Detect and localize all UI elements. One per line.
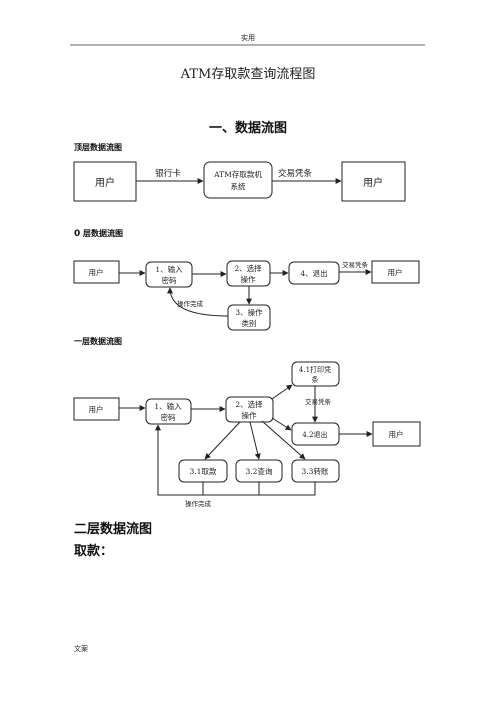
l0-user-left-box bbox=[73, 260, 120, 284]
top-user-left-label: 用户 bbox=[95, 176, 115, 189]
l1-feedback-loop bbox=[155, 424, 204, 496]
l0-process-4 bbox=[288, 261, 340, 285]
l0-process-4-label: 4、退出 bbox=[300, 268, 327, 278]
l0-arrow-p3-to-p1 bbox=[167, 287, 229, 317]
l0-process-1-line1: 1、输入 bbox=[155, 264, 183, 274]
l1-user-right-label: 用户 bbox=[389, 429, 404, 439]
l0-process-2-line2: 操作 bbox=[241, 274, 256, 284]
l1-arrow-p2-to-p32 bbox=[249, 421, 261, 460]
top-user-right-box bbox=[341, 161, 406, 202]
l1-process-2-line1: 2、选择 bbox=[235, 399, 263, 409]
subsection-withdraw: 取款： bbox=[74, 543, 113, 559]
l1-process-1-line1: 1、输入 bbox=[154, 401, 182, 411]
l0-process-3-line2: 类别 bbox=[242, 318, 257, 328]
l0-user-left-label: 用户 bbox=[89, 267, 104, 277]
top-system-node bbox=[203, 161, 273, 199]
l1-process-4-1-line1: 4.1打印凭 bbox=[299, 365, 331, 374]
l1-arrow-p2-to-p31 bbox=[204, 421, 241, 460]
l1-process-3-1-label: 3.1取款 bbox=[190, 466, 217, 476]
l1-process-2 bbox=[225, 396, 274, 423]
l0-flow-done-label: 操作完成 bbox=[177, 299, 204, 308]
top-system-label-line1: ATM存取款机 bbox=[213, 169, 262, 179]
l1-feedback-branch-transfer bbox=[259, 482, 316, 496]
top-user-right-label: 用户 bbox=[363, 176, 383, 189]
l1-process-2-line2: 操作 bbox=[242, 410, 257, 420]
l1-flow-done-label: 操作完成 bbox=[185, 499, 212, 508]
l0-process-1-line2: 密码 bbox=[162, 275, 177, 285]
l1-arrow-p2-to-p41 bbox=[271, 384, 293, 400]
l1-process-4-2-label: 4.2退出 bbox=[302, 430, 327, 439]
l1-feedback-branch-query bbox=[203, 482, 260, 496]
l1-flow-receipt-label: 交易凭条 bbox=[305, 397, 332, 406]
level0-heading: 层数据流图 bbox=[82, 228, 123, 238]
l1-process-3-3-label: 3.3转账 bbox=[302, 466, 329, 476]
l0-process-3-line1: 3、操作 bbox=[235, 307, 263, 317]
section-heading-dataflow: 一、数据流图 bbox=[209, 120, 287, 136]
top-flow-receipt-label: 交易凭条 bbox=[278, 168, 313, 179]
l0-process-3 bbox=[227, 304, 271, 331]
l1-arrow-p2-to-p42 bbox=[271, 417, 292, 431]
l1-user-left-label: 用户 bbox=[89, 404, 104, 414]
l1-process-4-1-line2: 条 bbox=[312, 375, 319, 384]
l1-arrow-p2-to-p33 bbox=[261, 420, 306, 460]
l1-process-1-line2: 密码 bbox=[161, 412, 176, 422]
l1-process-1 bbox=[145, 398, 192, 425]
footer-label: 文案 bbox=[74, 644, 88, 653]
level1-heading: 一层数据流图 bbox=[74, 336, 122, 346]
top-system-label-line2: 系统 bbox=[231, 181, 246, 191]
l0-user-right-box bbox=[371, 260, 420, 284]
l1-user-left-box bbox=[73, 397, 120, 421]
top-level-heading: 顶层数据流图 bbox=[74, 142, 122, 152]
l0-flow-receipt-label: 交易凭条 bbox=[342, 260, 369, 269]
document-title: ATM存取款查询流程图 bbox=[180, 67, 316, 82]
l0-process-2-line1: 2、选择 bbox=[234, 263, 262, 273]
l1-user-right-box bbox=[372, 421, 421, 447]
level0-heading-prefix: 0 bbox=[74, 229, 80, 239]
section-heading-level2: 二层数据流图 bbox=[74, 521, 152, 537]
l1-process-3-2-label: 3.2查询 bbox=[246, 466, 273, 476]
l0-user-right-label: 用户 bbox=[388, 267, 403, 277]
header-label: 实用 bbox=[241, 33, 255, 42]
top-flow-card-label: 银行卡 bbox=[155, 168, 181, 179]
